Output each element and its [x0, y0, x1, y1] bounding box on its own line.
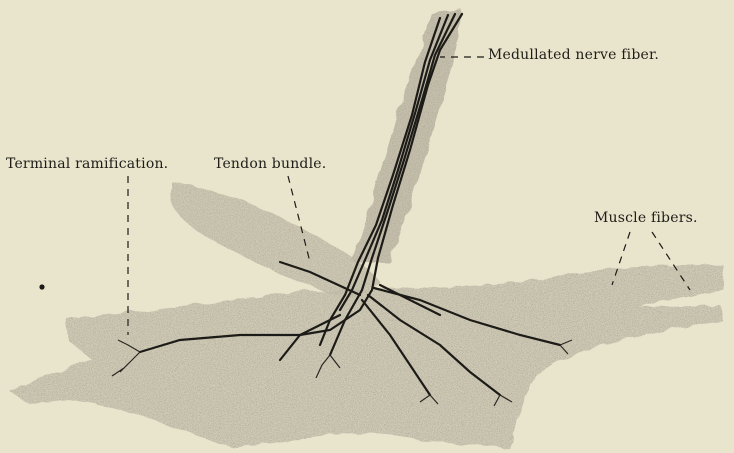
- nerve-sheath: [352, 10, 462, 262]
- label-muscle-fibers: Muscle fibers.: [594, 210, 698, 226]
- ink-spot: [39, 284, 44, 289]
- label-tendon-bundle: Tendon bundle.: [214, 156, 326, 172]
- label-medullated-nerve-fiber: Medullated nerve fiber.: [488, 47, 659, 63]
- muscle-fibers-shape: [10, 265, 724, 448]
- label-terminal-ramification: Terminal ramification.: [6, 156, 168, 172]
- tendon-bundle-shape: [172, 182, 380, 298]
